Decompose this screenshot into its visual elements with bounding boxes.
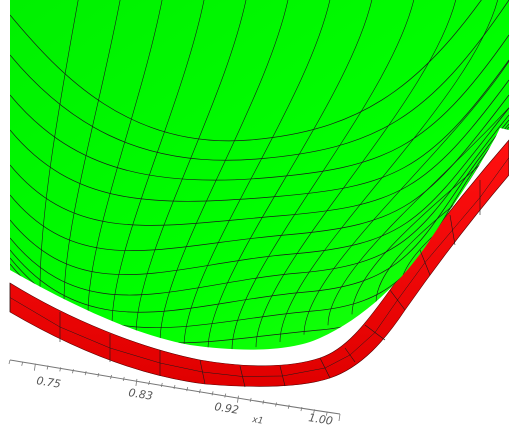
mesh-contour-line [10,59,509,202]
axis-tick [135,378,138,386]
axis-tick [198,389,201,394]
band-mesh-midline [9,157,509,377]
tick-label-2: 0.92 [214,400,240,417]
mesh-contour-line [10,94,509,251]
tick-label-1: 0.83 [128,386,154,403]
mesh-meridian-line [279,0,501,342]
axis-label: x1 [251,415,264,427]
mesh-meridian-line [183,0,333,348]
axis-tick [33,363,36,371]
axis-tick [173,384,176,390]
tick-label-0: 0.75 [36,374,62,391]
axis-tick [160,382,163,388]
axis-tick [338,413,341,422]
mesh-meridian-line [39,0,81,291]
mesh-meridian-line [135,0,249,335]
axis-tick [97,372,100,378]
axis-tick [8,359,11,365]
mesh-meridian-line [159,0,291,342]
axis-tick [300,406,303,412]
axis-tick [59,367,62,372]
mesh-meridian-line [327,0,509,326]
axis-tick [186,386,189,392]
mesh-meridian-line [375,0,509,303]
mesh-meridian-line [111,0,207,326]
axis-tick [287,404,290,409]
axis-tick [262,400,265,405]
mesh-meridian-line [231,0,417,350]
mesh-meridian-line [207,0,375,350]
axis-tick [275,402,277,407]
outer-surface-band [9,139,509,387]
tick-label-3: 1.00 [308,411,334,428]
axis-tick [148,380,151,386]
axis-tick [21,361,24,366]
axis-tick [72,369,74,374]
mesh-meridian-line [63,0,123,303]
axis-tick [46,365,49,370]
axis-minor-ticks [8,359,341,422]
mesh-contour-line [10,0,509,161]
axis-tick [224,393,227,398]
axis-tick [325,411,328,416]
axis-tick [84,371,87,376]
mesh-meridian-line [399,0,509,291]
x1-axis: 0.75 0.83 0.92 x1 1.00 [8,359,341,428]
axis-tick [313,409,316,414]
mesh-contour-line [10,114,509,296]
mesh-contour-line [10,34,509,181]
axis-tick [122,376,125,382]
mesh-contour-line [10,79,509,226]
mesh-contour-line [10,119,509,313]
axis-tick [211,391,214,396]
outer-surface-mesh [9,140,509,388]
mesh-meridian-line [87,0,165,315]
axis-tick [249,397,252,403]
axis-tick [237,395,239,403]
mesh-contour-line [10,107,509,275]
axis-line [9,359,341,415]
mesh-meridian-line [303,0,509,335]
mesh-contour-line [10,0,509,142]
axis-tick [110,374,112,380]
mesh-meridian-line [255,0,459,348]
inner-surface [10,0,509,350]
